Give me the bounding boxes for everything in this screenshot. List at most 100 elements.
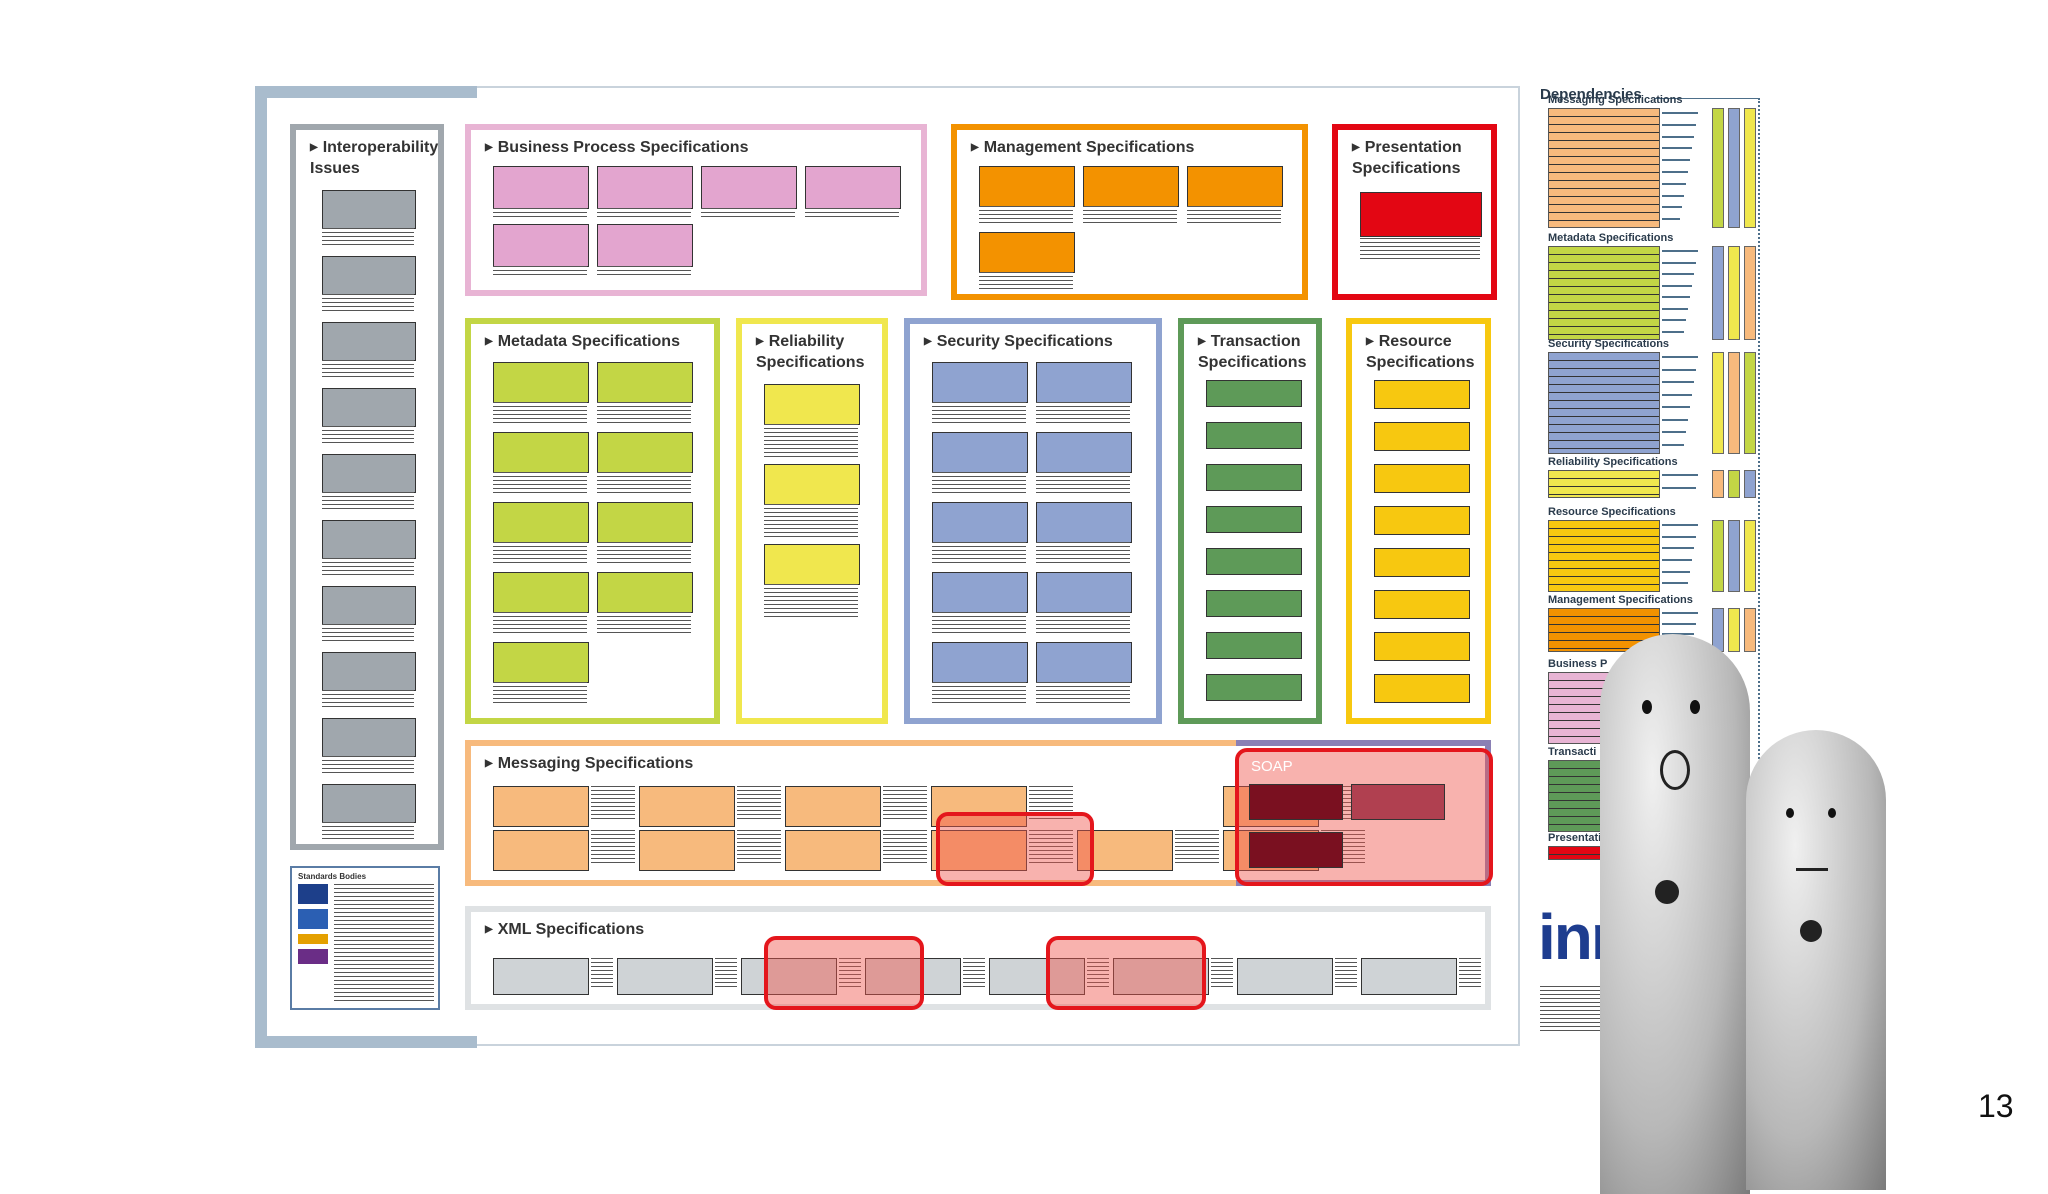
namespaces-highlight <box>764 936 924 1010</box>
dependency-line <box>1662 171 1688 173</box>
spec-text <box>322 756 414 776</box>
spec-text <box>932 682 1026 706</box>
spec-box <box>1206 380 1302 407</box>
spec-box <box>932 642 1028 683</box>
spec-box <box>1206 674 1302 701</box>
dependency-line <box>1662 582 1688 585</box>
dependency-bar <box>1744 520 1756 592</box>
panel-transaction: Transaction Specifications <box>1178 318 1322 724</box>
dependency-bar <box>1712 520 1724 592</box>
spec-box <box>932 432 1028 473</box>
standards-text <box>334 884 434 1002</box>
dependency-section-title: Transacti <box>1548 746 1597 758</box>
dependencies-title: Dependencies <box>1540 86 1642 103</box>
panel-title: Presentation Specifications <box>1352 138 1462 178</box>
dependency-bar <box>1712 246 1724 340</box>
spec-box <box>322 784 416 823</box>
spec-box <box>493 830 589 871</box>
spec-text <box>597 542 691 566</box>
spec-text <box>493 266 587 278</box>
spec-text <box>322 624 414 644</box>
spec-text <box>322 492 414 512</box>
panel-title: Transaction Specifications <box>1198 332 1306 372</box>
soap-box <box>1249 784 1343 820</box>
spec-box <box>617 958 713 995</box>
spec-box <box>493 362 589 403</box>
spec-box <box>493 166 589 209</box>
dependency-line <box>1662 319 1686 321</box>
dependency-line <box>1662 622 1696 625</box>
dependency-section-title: Management Specifications <box>1548 594 1693 606</box>
dependency-bar <box>1744 246 1756 340</box>
spec-text <box>963 958 985 990</box>
spec-box <box>764 544 860 585</box>
spec-text <box>591 786 635 822</box>
spec-box <box>805 166 901 209</box>
spec-text <box>715 958 737 990</box>
spec-text <box>1187 206 1281 226</box>
spec-box <box>932 502 1028 543</box>
dependency-list <box>1548 470 1660 498</box>
dependency-line <box>1662 135 1694 138</box>
dependency-section-title: Resource Specifications <box>1548 506 1676 518</box>
dependency-section-title: Presentati <box>1548 832 1602 844</box>
spec-text <box>1083 206 1177 226</box>
spec-box <box>1206 422 1302 449</box>
dependency-bar <box>1712 108 1724 228</box>
dependency-line <box>1662 487 1696 489</box>
spec-box <box>1374 632 1470 661</box>
spec-text <box>1211 958 1233 990</box>
spec-text <box>979 206 1073 226</box>
dependency-line <box>1662 296 1690 298</box>
poster-frame-bottom <box>255 1036 477 1048</box>
spec-text <box>932 402 1026 426</box>
soap-highlight: SOAP <box>1235 748 1493 886</box>
spec-text <box>597 266 691 278</box>
spec-text <box>737 830 781 866</box>
spec-box <box>1374 506 1470 535</box>
panel-title: Reliability Specifications <box>756 332 864 372</box>
spec-box <box>493 572 589 613</box>
spec-box <box>493 432 589 473</box>
panel-reliability: Reliability Specifications <box>736 318 888 724</box>
finger-puppets-photo <box>1560 620 1900 1194</box>
spec-box <box>322 586 416 625</box>
panel-title: XML Specifications <box>485 920 644 941</box>
spec-text <box>932 542 1026 566</box>
spec-box <box>931 830 1027 871</box>
spec-box <box>493 786 589 827</box>
spec-text <box>322 294 414 314</box>
spec-text <box>701 208 795 220</box>
dependency-line <box>1662 206 1682 209</box>
spec-text <box>322 360 414 380</box>
eye-left <box>1642 700 1652 714</box>
spec-text <box>493 682 587 706</box>
spec-box <box>493 642 589 683</box>
spec-text <box>322 228 414 248</box>
address-text <box>1540 986 1610 1034</box>
spec-text <box>932 612 1026 636</box>
panel-metadata: Metadata Specifications <box>465 318 720 724</box>
dependency-section-title: Messaging Specifications <box>1548 94 1683 106</box>
spec-text <box>737 786 781 822</box>
spec-box <box>764 384 860 425</box>
spec-text <box>764 424 858 458</box>
spec-box <box>979 166 1075 207</box>
dependency-bar <box>1744 108 1756 228</box>
spec-text <box>1459 958 1481 990</box>
spec-box <box>493 958 589 995</box>
spec-text <box>1036 402 1130 426</box>
dependency-line <box>1662 182 1686 185</box>
spec-box <box>1113 958 1209 995</box>
spec-box <box>989 958 1085 995</box>
poster-frame-top <box>255 86 477 98</box>
spec-text <box>883 830 927 866</box>
dependency-bar <box>1712 352 1724 454</box>
mouth-flat <box>1796 868 1828 871</box>
spec-box <box>701 166 797 209</box>
panel-xml: XML Specifications <box>465 906 1491 1010</box>
spec-box <box>597 362 693 403</box>
spec-box <box>493 224 589 267</box>
spec-box <box>597 432 693 473</box>
panel-management: Management Specifications <box>951 124 1308 300</box>
